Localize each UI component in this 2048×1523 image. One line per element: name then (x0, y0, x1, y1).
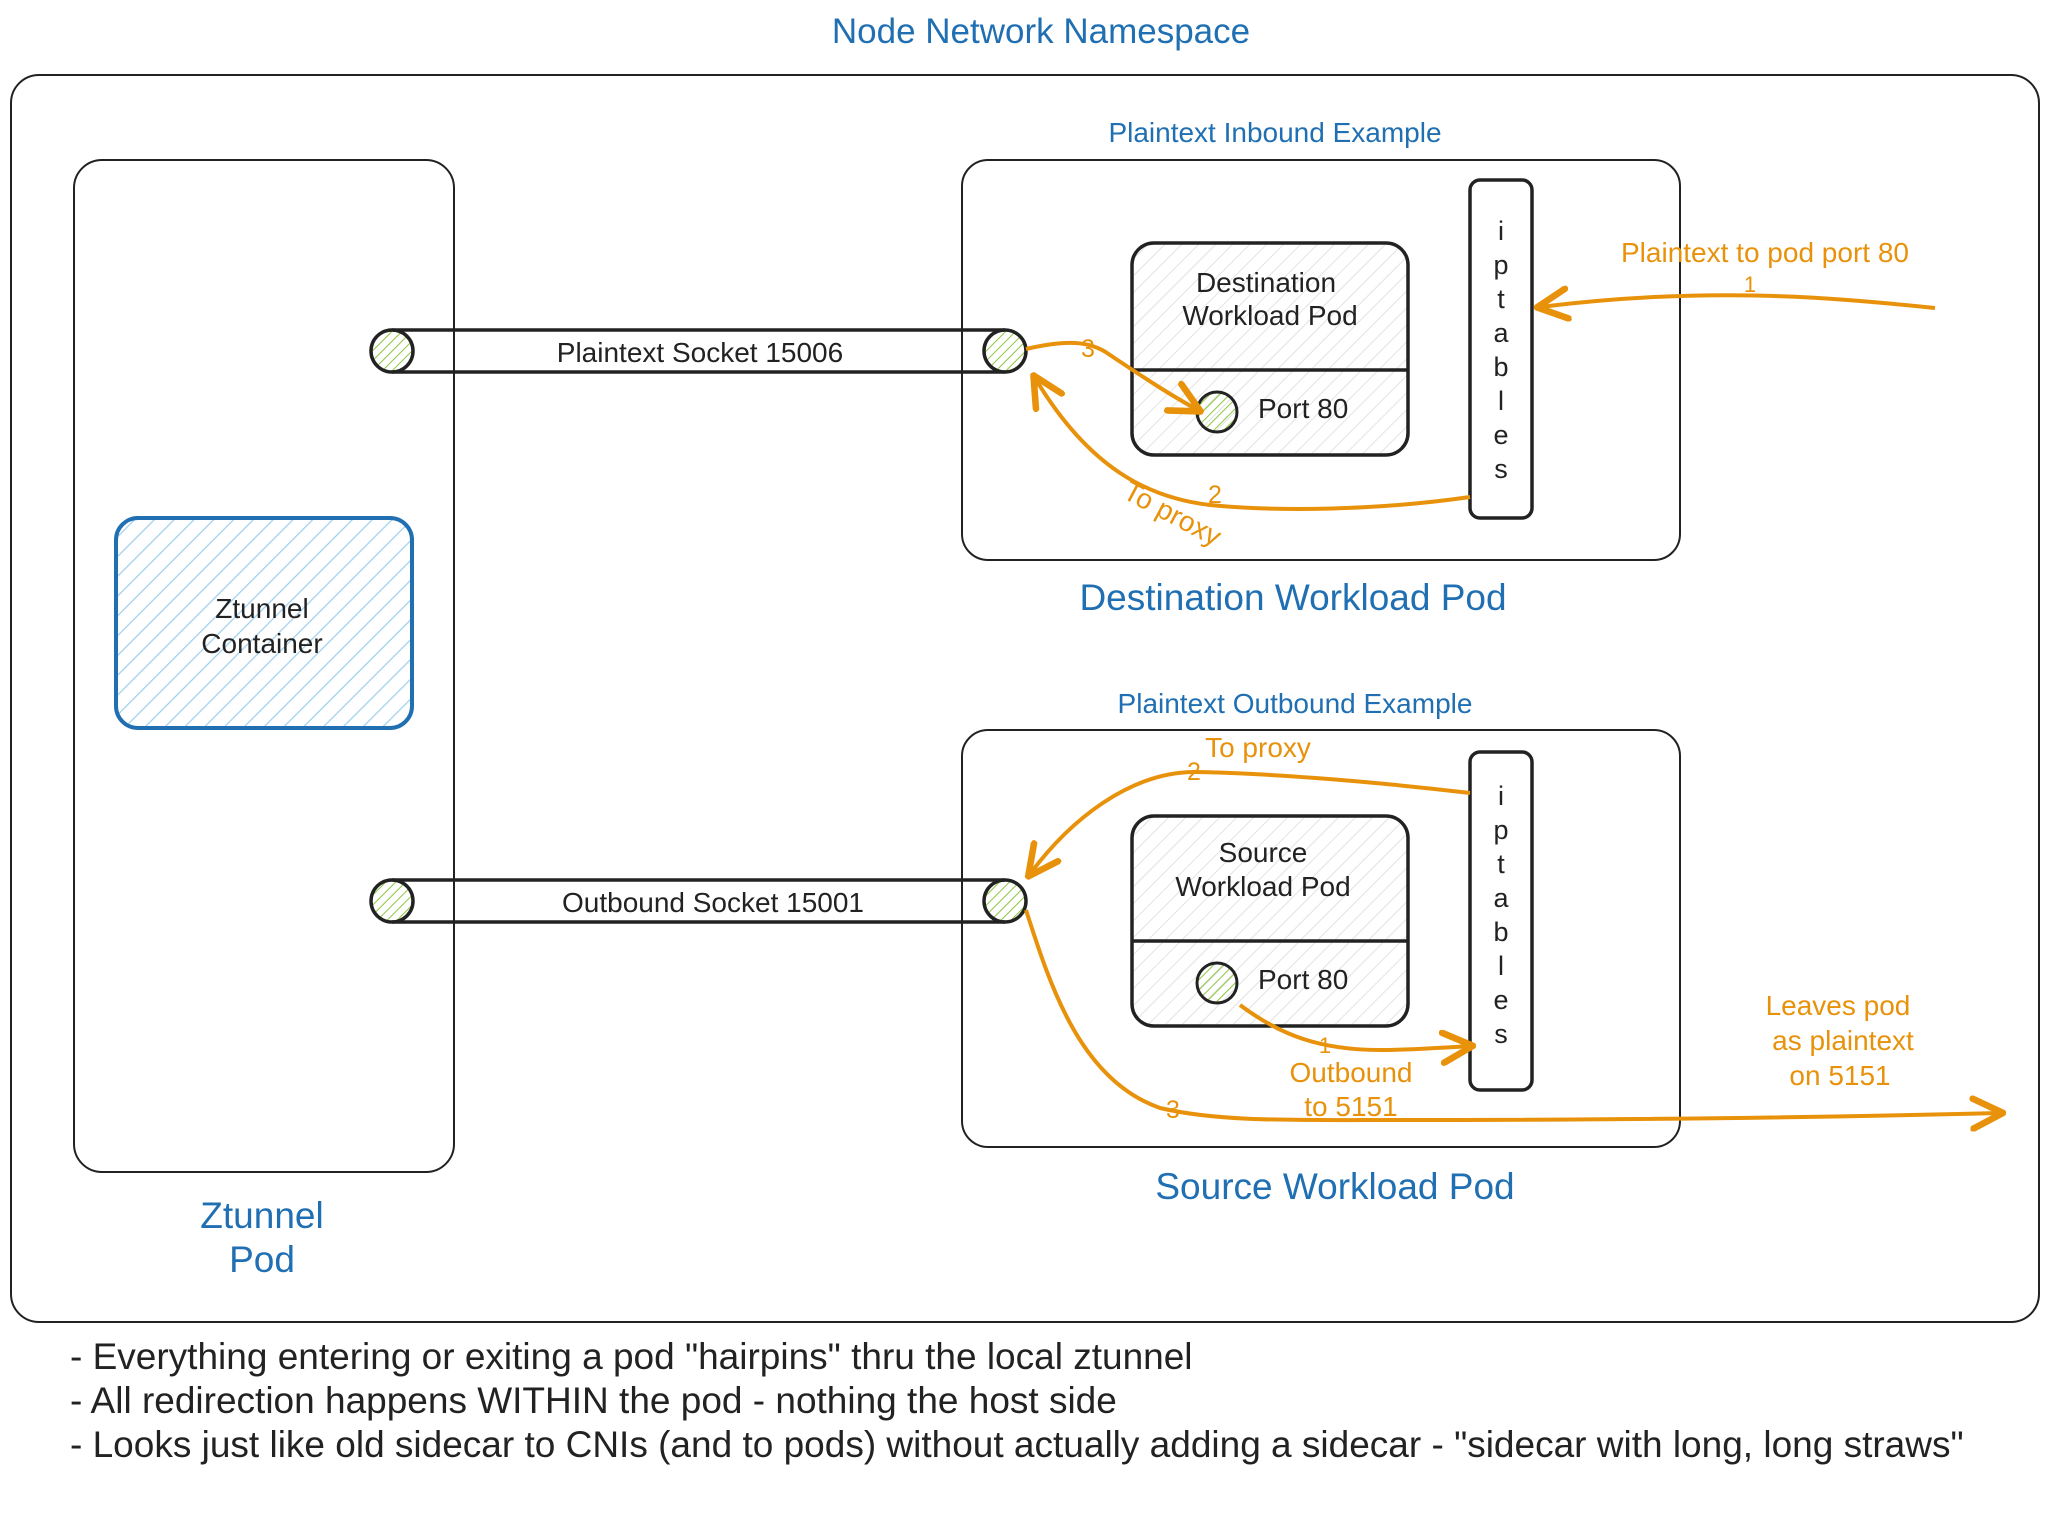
outbound-socket-right-end-icon (982, 878, 1028, 924)
outbound-iptables-letter: b (1493, 917, 1508, 947)
outbound-iptables-letter: p (1493, 815, 1508, 845)
outbound-arrow-3 (1024, 909, 2000, 1120)
inbound-iptables-box (1468, 178, 1534, 520)
inbound-step-1: 1 (1744, 272, 1756, 297)
plaintext-socket-right-end-icon (982, 328, 1028, 374)
inbound-iptables-letter: l (1498, 386, 1504, 416)
outbound-label-line1: Outbound (1290, 1057, 1413, 1088)
ztunnel-pod-label-line1: Ztunnel (200, 1195, 323, 1236)
destination-port-80-label: Port 80 (1258, 393, 1348, 424)
ztunnel-container-box (114, 516, 414, 730)
plaintext-socket-left-end-icon (369, 328, 415, 374)
outbound-iptables-letter: t (1497, 849, 1505, 879)
outbound-example-title: Plaintext Outbound Example (1118, 688, 1473, 719)
outbound-iptables-label: i p t a b l e s (1493, 781, 1509, 1049)
outbound-iptables-box (1468, 750, 1534, 1092)
outbound-socket-left-end-icon (369, 878, 415, 924)
outbound-arrow-2 (1030, 769, 1471, 874)
node-network-namespace-boundary (10, 74, 2040, 1323)
plaintext-socket-label: Plaintext Socket 15006 (557, 337, 843, 368)
ztunnel-pod-box (73, 159, 455, 1173)
plaintext-socket-tube (392, 328, 1005, 374)
inbound-iptables-label: i p t a b l e s (1493, 216, 1509, 484)
ztunnel-container-label-line1: Ztunnel (215, 593, 308, 624)
inbound-iptables-letter: p (1493, 250, 1508, 280)
inbound-step-2: 2 (1208, 481, 1222, 509)
inbound-iptables-letter: b (1493, 352, 1508, 382)
outbound-arrow-1 (1238, 1003, 1470, 1050)
destination-workload-pod-box (961, 159, 1681, 561)
inbound-step-3: 3 (1081, 335, 1095, 363)
outbound-socket-label: Outbound Socket 15001 (562, 887, 864, 918)
leaves-pod-label-line2: as plaintext (1772, 1025, 1914, 1056)
destination-port-80-icon (1195, 390, 1239, 434)
inbound-example-title: Plaintext Inbound Example (1108, 117, 1441, 148)
outbound-iptables-letter: i (1498, 781, 1504, 811)
leaves-pod-label-line3: on 5151 (1789, 1060, 1890, 1091)
inbound-iptables-letter: a (1493, 318, 1509, 348)
note-hairpin: - Everything entering or exiting a pod "… (70, 1336, 1193, 1377)
namespace-title: Node Network Namespace (832, 12, 1250, 51)
outbound-to-proxy-label: To proxy (1205, 732, 1311, 763)
inbound-arrow-2 (1035, 378, 1471, 511)
leaves-pod-label-line1: Leaves pod (1766, 990, 1911, 1021)
inbound-iptables-letter: t (1497, 284, 1505, 314)
inbound-iptables-letter: s (1494, 454, 1508, 484)
destination-workload-pod-label: Destination Workload Pod (1079, 577, 1506, 618)
note-redirection: - All redirection happens WITHIN the pod… (70, 1380, 1117, 1421)
inbound-arrow-3 (1025, 340, 1198, 410)
source-port-80-label: Port 80 (1258, 964, 1348, 995)
inbound-arrow-1 (1540, 295, 1936, 308)
source-workload-pod-box (961, 729, 1681, 1148)
incoming-plaintext-label: Plaintext to pod port 80 (1621, 237, 1909, 268)
outbound-iptables-letter: a (1493, 883, 1509, 913)
ztunnel-pod-label-line2: Pod (229, 1239, 295, 1280)
outbound-iptables-letter: e (1493, 985, 1508, 1015)
notes-list: - Everything entering or exiting a pod "… (70, 1335, 1964, 1467)
outbound-step-3: 3 (1166, 1096, 1180, 1124)
source-inner-label-line2: Workload Pod (1175, 871, 1350, 902)
inbound-iptables-letter: i (1498, 216, 1504, 246)
outbound-socket-tube (392, 878, 1005, 924)
outbound-label-line2: to 5151 (1304, 1091, 1397, 1122)
outbound-step-2: 2 (1187, 758, 1201, 786)
source-inner-label-line1: Source (1219, 837, 1308, 868)
outbound-iptables-letter: l (1498, 951, 1504, 981)
outbound-step-1: 1 (1319, 1033, 1331, 1058)
note-sidecar: - Looks just like old sidecar to CNIs (a… (70, 1424, 1964, 1465)
destination-inner-label-line2: Workload Pod (1182, 300, 1357, 331)
outbound-iptables-letter: s (1494, 1019, 1508, 1049)
inbound-iptables-letter: e (1493, 420, 1508, 450)
source-port-80-icon (1195, 961, 1239, 1005)
destination-inner-label-line1: Destination (1196, 267, 1336, 298)
source-workload-pod-label: Source Workload Pod (1155, 1166, 1514, 1207)
ztunnel-container-label-line2: Container (201, 628, 322, 659)
